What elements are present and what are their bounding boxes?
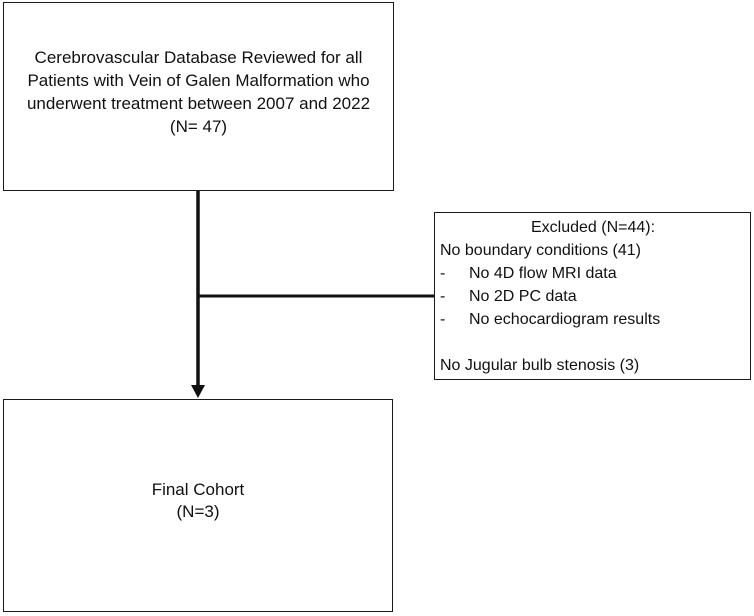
final-cohort-label: Final Cohort xyxy=(151,479,245,499)
exclusion-item: - No 4D flow MRI data xyxy=(440,262,750,285)
arrow-head-to-final-cohort xyxy=(191,385,205,398)
exclusion-item: - No echocardiogram results xyxy=(440,308,750,331)
excluded-box: Excluded (N=44): No boundary conditions … xyxy=(434,212,751,380)
exclusion-item: - No 2D PC data xyxy=(440,285,750,308)
database-line-1: Cerebrovascular Database Reviewed for al… xyxy=(34,48,363,67)
exclusion-item-bullet: - xyxy=(440,265,446,282)
exclusion-item-text: No 2D PC data xyxy=(469,288,577,305)
exclusion-item-bullet: - xyxy=(440,288,446,305)
boundary-conditions-title: No boundary conditions (41) xyxy=(440,242,642,259)
excluded-heading: Excluded (N=44): xyxy=(530,219,656,236)
jugular-bulb-title: No Jugular bulb stenosis (3) xyxy=(440,357,640,374)
exclusion-item-text: No 4D flow MRI data xyxy=(469,265,617,282)
database-count: (N= 47) xyxy=(169,117,228,136)
exclusion-item-text: No echocardiogram results xyxy=(469,311,661,328)
final-cohort-box: Final Cohort (N=3) xyxy=(3,399,393,612)
database-line-2: Patients with Vein of Galen Malformation… xyxy=(27,71,370,90)
database-reviewed-box: Cerebrovascular Database Reviewed for al… xyxy=(3,2,394,191)
exclusion-item-bullet: - xyxy=(440,311,446,328)
group-spacer xyxy=(440,331,750,354)
database-line-3: underwent treatment between 2007 and 202… xyxy=(26,94,371,113)
final-cohort-count: (N=3) xyxy=(176,501,220,521)
